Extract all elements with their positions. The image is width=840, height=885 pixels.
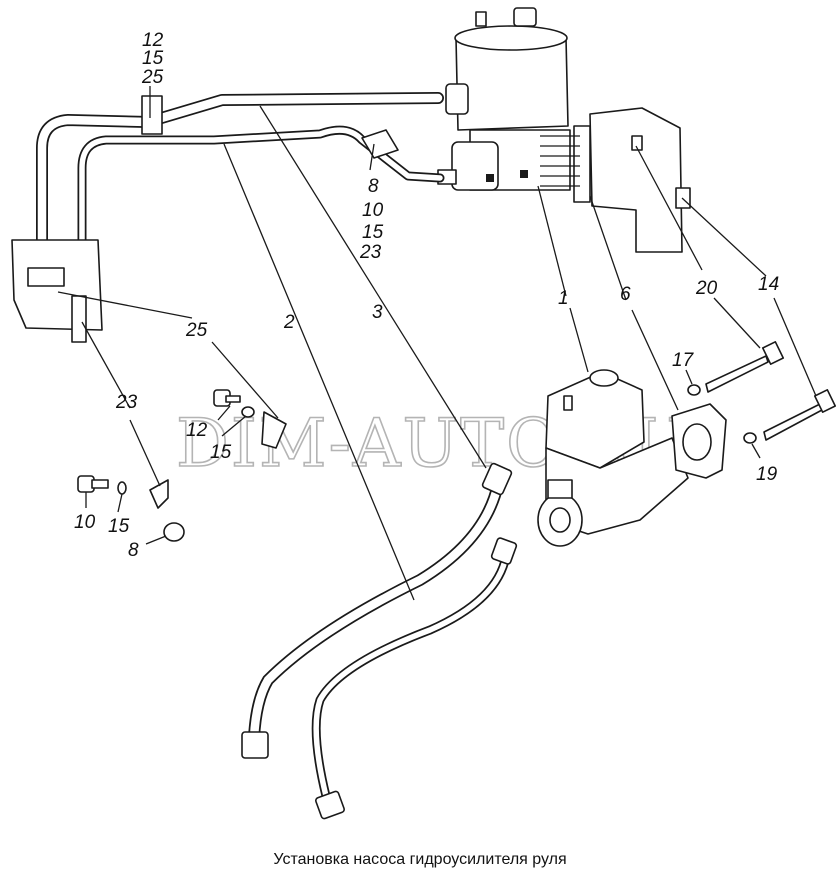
callout-25-top: 25 [141, 67, 164, 88]
reservoir-tank [455, 37, 569, 131]
washer-15 [241, 406, 255, 418]
callout-8-mid: 8 [368, 176, 379, 197]
tube-nut-top [490, 537, 518, 565]
installed-tubes [11, 92, 445, 343]
washer-17 [687, 384, 701, 396]
reservoir-fitting [475, 11, 487, 27]
callout-labels: 12 15 25 8 10 15 23 1 6 20 14 2 3 25 17 … [74, 30, 779, 561]
pump-bolt [486, 174, 494, 182]
callout-10-mid: 10 [362, 200, 384, 221]
callout-2: 2 [283, 312, 295, 333]
hose-end-nut-bottom [241, 731, 269, 759]
callout-6: 6 [620, 284, 631, 305]
callout-3: 3 [372, 302, 383, 323]
exploded-pump [537, 341, 837, 547]
tube-clamp-top [141, 95, 163, 135]
frame-clamp [27, 267, 65, 287]
callout-23: 23 [115, 392, 138, 413]
pump-fins [540, 135, 580, 187]
mounting-flange [573, 125, 591, 203]
installed-pump-assembly [437, 7, 691, 253]
reservoir-top [454, 25, 568, 51]
callout-12-top: 12 [142, 30, 164, 51]
exploded-shaft [549, 507, 571, 533]
callout-23-mid: 23 [359, 242, 382, 263]
callout-19: 19 [756, 464, 778, 485]
bolt-14-head [813, 389, 837, 413]
tube-nut-bottom [315, 790, 345, 820]
gasket-hole [682, 423, 712, 461]
pump-cover [451, 141, 499, 191]
figure-caption: Установка насоса гидроусилителя руля [273, 851, 567, 868]
clamp-25 [261, 411, 287, 449]
callout-15-loose: 15 [210, 442, 232, 463]
callout-15b-loose: 15 [108, 516, 130, 537]
bolt-12-shank [225, 395, 241, 403]
exploded-fitting [563, 395, 573, 411]
callout-1: 1 [558, 288, 569, 309]
return-fitting [445, 83, 469, 115]
bolt-20 [705, 355, 769, 393]
callout-15-mid: 15 [362, 222, 384, 243]
union-fitting [71, 295, 87, 343]
callout-15-top: 15 [142, 48, 164, 69]
bolt-10-shank [91, 479, 109, 489]
callout-25: 25 [185, 320, 208, 341]
callout-10-loose: 10 [74, 512, 96, 533]
pump-bolt-2 [520, 170, 528, 178]
hose-end-fitting-top [481, 462, 513, 496]
bracket-bolt-head [675, 187, 691, 209]
nut-8 [163, 522, 185, 542]
clamp-23 [149, 479, 169, 509]
reservoir-cap [513, 7, 537, 27]
tube-bracket [361, 129, 399, 159]
bolt-14 [763, 403, 823, 441]
washer-19 [743, 432, 757, 444]
callout-20: 20 [695, 278, 718, 299]
callout-14: 14 [758, 274, 779, 295]
leader-lines [57, 86, 817, 601]
engine-bracket-plate [589, 107, 683, 253]
exploded-cap [589, 369, 619, 387]
callout-17: 17 [672, 350, 695, 371]
loose-hardware [77, 389, 287, 542]
washer-15b [117, 481, 127, 495]
callout-8-loose: 8 [128, 540, 139, 561]
exploded-outlet [547, 479, 573, 499]
callout-12-loose: 12 [186, 420, 208, 441]
exploded-tubes [241, 462, 518, 820]
bolt-20-head [761, 341, 785, 365]
bracket-nut [631, 135, 643, 151]
